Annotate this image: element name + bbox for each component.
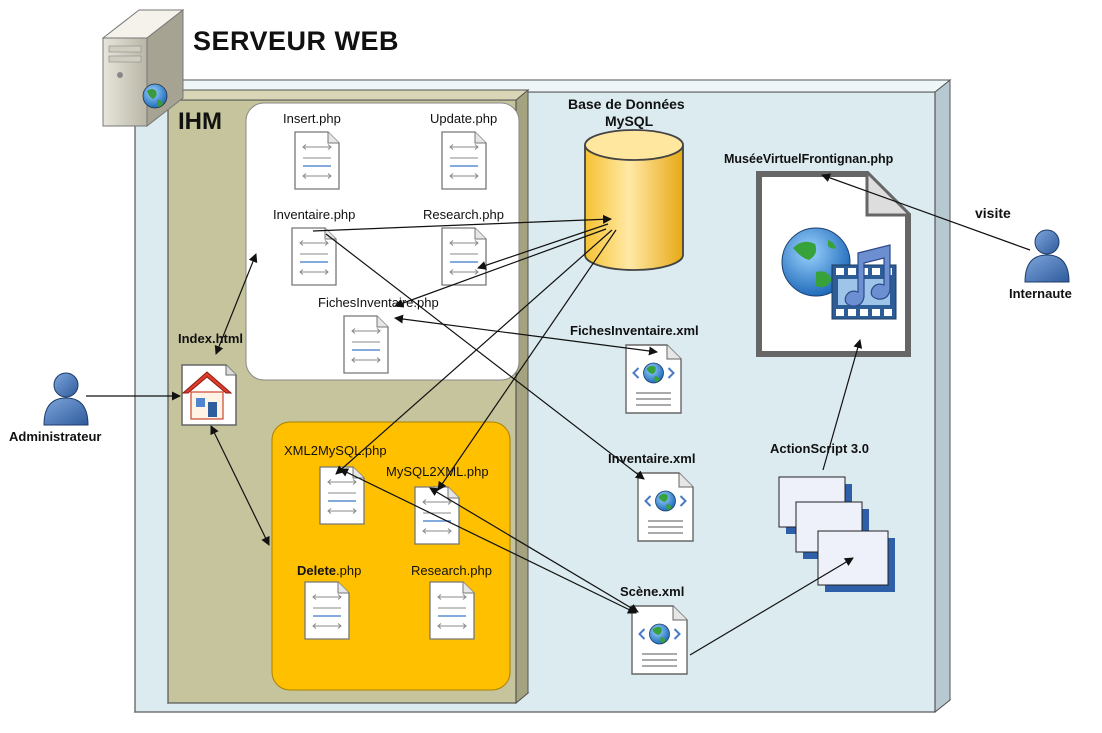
arrow-fiches-php-xml [394, 314, 658, 356]
xml2mysql-php-file-icon [319, 466, 365, 525]
insert-php-file-icon [294, 131, 340, 190]
arrow-inventaire-db [312, 214, 612, 232]
xml2mysql-php-label: XML2MySQL.php [284, 443, 387, 458]
scene-xml-doc-icon [631, 605, 688, 675]
arrow-db-research [477, 223, 609, 270]
arrow-actionscript-musee [822, 339, 863, 471]
xml-file-icons [625, 344, 694, 675]
administrateur-person-icon [43, 372, 89, 426]
connectors [86, 173, 1031, 656]
internaute-person-icon [1024, 229, 1070, 283]
musee-page-icon [756, 171, 911, 357]
arrow-index-inventaire [214, 253, 258, 355]
musee-php-label: MuséeVirtuelFrontignan.php [724, 152, 894, 166]
mysql2xml-php-file-icon [414, 486, 460, 545]
index-html-label: Index.html [178, 331, 244, 346]
arrow-db-mysql2xml [437, 229, 617, 491]
internaute-label: Internaute [1009, 286, 1072, 301]
arrow-index-orange [210, 425, 270, 546]
actionscript-stack-icon [778, 476, 895, 592]
scene-xml-label: Scène.xml [620, 584, 685, 599]
admin-scripts-panel [271, 421, 511, 691]
db-label-line2: MySQL [605, 113, 654, 129]
research-php-bottom-label: Research.php [411, 563, 492, 578]
delete-php-file-icon [304, 581, 350, 640]
fiches-xml-doc-icon [625, 344, 682, 414]
actionscript-label: ActionScript 3.0 [770, 441, 869, 456]
fiches-xml-label: FichesInventaire.xml [570, 323, 699, 338]
research-php-top-label: Research.php [423, 207, 504, 222]
db-label-line1: Base de Données [568, 96, 685, 112]
research-php-bottom-file-icon [429, 581, 475, 640]
delete-php-bold: Delete [297, 563, 337, 578]
server-tower-icon [101, 8, 185, 128]
inventaire-xml-doc-icon [637, 472, 694, 542]
insert-php-label: Insert.php [283, 111, 341, 126]
inventaire-php-label: Inventaire.php [273, 207, 356, 222]
update-php-file-icon [441, 131, 487, 190]
arrow-scene-actionscript [689, 557, 854, 656]
mysql2xml-php-label: MySQL2XML.php [386, 464, 489, 479]
visite-label: visite [975, 205, 1011, 221]
arrow-inventaire-xml [325, 233, 645, 480]
administrateur-label: Administrateur [9, 429, 102, 444]
arrow-mysql2xml-scene [429, 487, 639, 613]
fiches-inventaire-php-file-icon [343, 315, 389, 374]
fiches-inventaire-php-label: FichesInventaire.php [318, 295, 439, 310]
arrow-db-fiches [394, 228, 607, 308]
delete-php-ext: .php [336, 563, 362, 578]
database-cylinder-icon [584, 129, 684, 271]
diagram-title: SERVEUR WEB [193, 26, 400, 56]
inventaire-xml-label: Inventaire.xml [608, 451, 696, 466]
research-php-top-file-icon [441, 227, 487, 286]
home-icon [181, 364, 237, 426]
delete-php-label: Delete.php [297, 563, 361, 578]
ihm-label: IHM [178, 108, 222, 135]
arrow-internaute-to-musee [821, 173, 1031, 251]
update-php-label: Update.php [430, 111, 498, 126]
